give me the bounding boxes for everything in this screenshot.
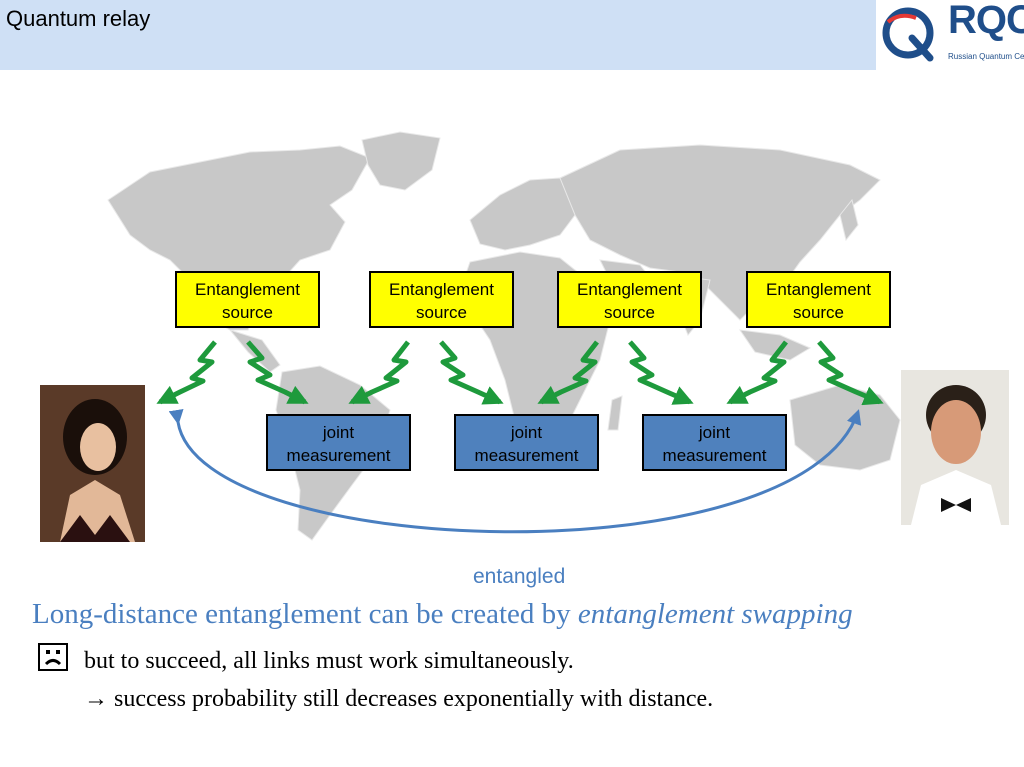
- greenland-shape: [361, 131, 441, 191]
- man-portrait-image: [901, 370, 1009, 525]
- woman-portrait-image: [40, 385, 145, 542]
- title-bar: Quantum relay: [0, 0, 876, 70]
- entangled-label: entangled: [473, 565, 566, 588]
- photon-arrow-3-right: [628, 340, 694, 405]
- body-line-2: → success probability still decreases ex…: [84, 686, 714, 712]
- rqc-logo-mark-icon: [882, 7, 934, 62]
- headline-prefix: Long-distance entanglement can be create…: [32, 598, 578, 630]
- photon-arrow-1-left: [156, 340, 217, 405]
- japan-shape: [839, 198, 859, 242]
- indonesia-shape: [738, 329, 812, 361]
- logo-subtext: Russian Quantum Center: [948, 52, 1024, 61]
- headline: Long-distance entanglement can be create…: [32, 598, 853, 631]
- sad-face-icon: [38, 643, 68, 671]
- slide-title: Quantum relay: [6, 6, 151, 31]
- body-line-1: but to succeed, all links must work simu…: [84, 648, 574, 674]
- photon-arrow-2-left: [348, 340, 410, 405]
- photon-arrow-2-right: [439, 340, 504, 405]
- photon-arrow-3-left: [537, 340, 599, 405]
- logo-text: RQC: [948, 0, 1024, 42]
- headline-emphasis: entanglement swapping: [577, 598, 853, 630]
- photon-arrow-1-right: [246, 340, 309, 405]
- photon-arrow-4-left: [726, 340, 788, 405]
- photon-arrow-4-right: [817, 340, 884, 406]
- entangled-arc: [168, 408, 862, 534]
